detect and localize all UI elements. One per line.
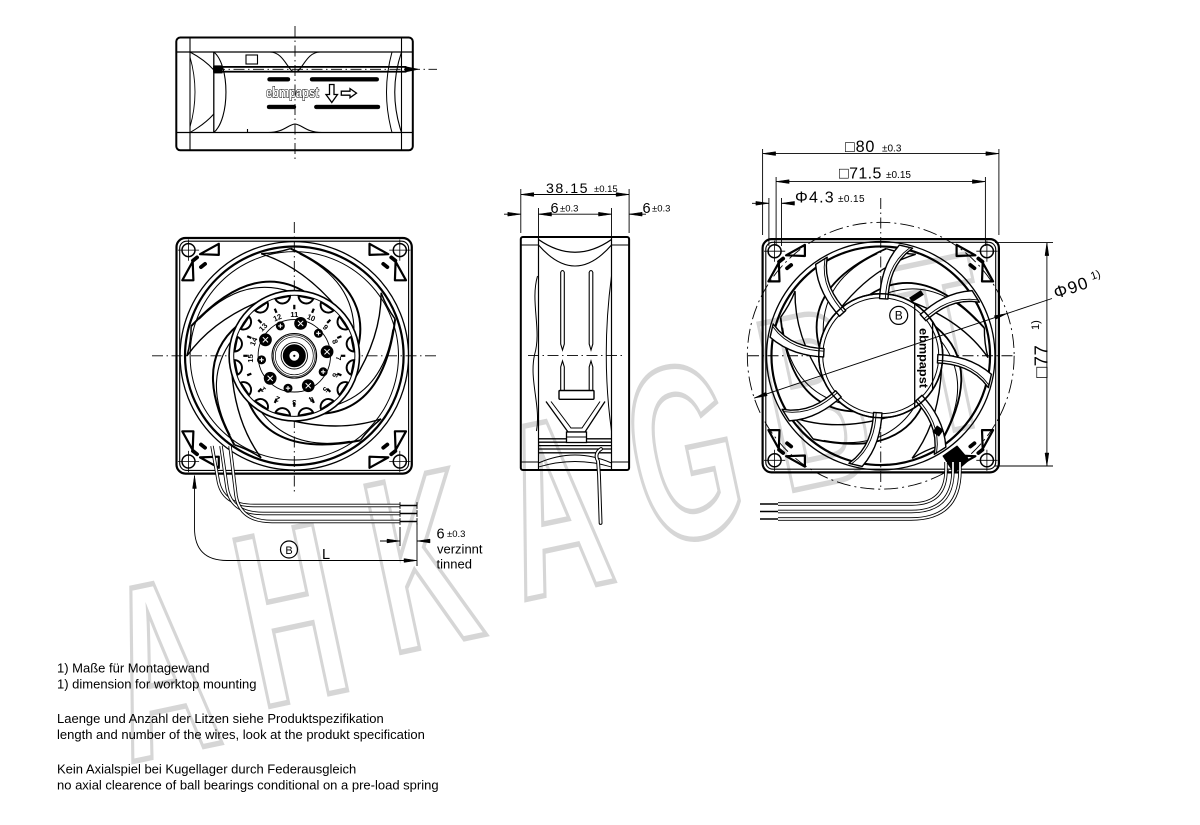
svg-text:±0.15: ±0.15 <box>838 194 865 205</box>
svg-text:L: L <box>322 547 330 563</box>
svg-text:6: 6 <box>330 372 340 379</box>
svg-text:length and number of the wires: length and number of the wires, look at … <box>57 727 425 742</box>
svg-text:4: 4 <box>307 394 315 404</box>
svg-text:□71.5: □71.5 <box>839 166 882 183</box>
svg-text:B: B <box>285 545 292 557</box>
svg-text:ebmpapst: ebmpapst <box>266 85 319 102</box>
svg-text:6: 6 <box>551 201 559 217</box>
svg-text:±0.3: ±0.3 <box>882 144 902 155</box>
svg-text:Laenge und Anzahl der Litzen s: Laenge und Anzahl der Litzen siehe Produ… <box>57 711 384 726</box>
svg-text:verzinnt: verzinnt <box>437 542 483 557</box>
svg-text:1): 1) <box>1030 320 1042 330</box>
svg-text:7: 7 <box>334 356 343 360</box>
svg-text:8: 8 <box>330 338 340 345</box>
svg-text:1) Maße für Montagewand: 1) Maße für Montagewand <box>57 661 209 676</box>
svg-text:11: 11 <box>290 310 298 319</box>
svg-text:1): 1) <box>1089 268 1102 283</box>
svg-text:±0.3: ±0.3 <box>652 204 670 215</box>
svg-text:6: 6 <box>437 527 445 543</box>
svg-text:Φ90: Φ90 <box>1051 273 1091 303</box>
svg-text:Φ4.3: Φ4.3 <box>795 190 835 207</box>
svg-text:1) dimension for worktop mount: 1) dimension for worktop mounting <box>57 677 256 692</box>
svg-text:no axial clearence of ball bea: no axial clearence of ball bearings cond… <box>57 778 439 793</box>
svg-text:K: K <box>345 417 498 706</box>
svg-text:38.15: 38.15 <box>546 181 589 197</box>
svg-text:tinned: tinned <box>437 557 472 572</box>
svg-text:±0.3: ±0.3 <box>447 529 465 540</box>
svg-text:±0.3: ±0.3 <box>560 204 578 215</box>
svg-text:15: 15 <box>246 354 255 362</box>
svg-text:ebmpapst: ebmpapst <box>917 328 929 388</box>
svg-text:B: B <box>895 309 903 323</box>
svg-text:2: 2 <box>274 394 281 404</box>
svg-text:□80: □80 <box>845 138 875 156</box>
svg-text:1: 1 <box>259 385 268 394</box>
svg-text:6: 6 <box>643 201 651 217</box>
svg-text:9: 9 <box>321 323 330 332</box>
svg-text:12: 12 <box>272 312 283 324</box>
svg-text:□77: □77 <box>1031 345 1052 378</box>
svg-text:±0.15: ±0.15 <box>886 170 911 181</box>
svg-text:14: 14 <box>248 335 260 347</box>
svg-text:5: 5 <box>321 385 330 394</box>
svg-text:±0.15: ±0.15 <box>594 184 618 195</box>
svg-text:G: G <box>604 308 765 599</box>
svg-text:Kein Axialspiel bei Kugellager: Kein Axialspiel bei Kugellager durch Fed… <box>57 762 356 777</box>
svg-text:3: 3 <box>292 398 296 407</box>
svg-text:10: 10 <box>306 312 317 324</box>
